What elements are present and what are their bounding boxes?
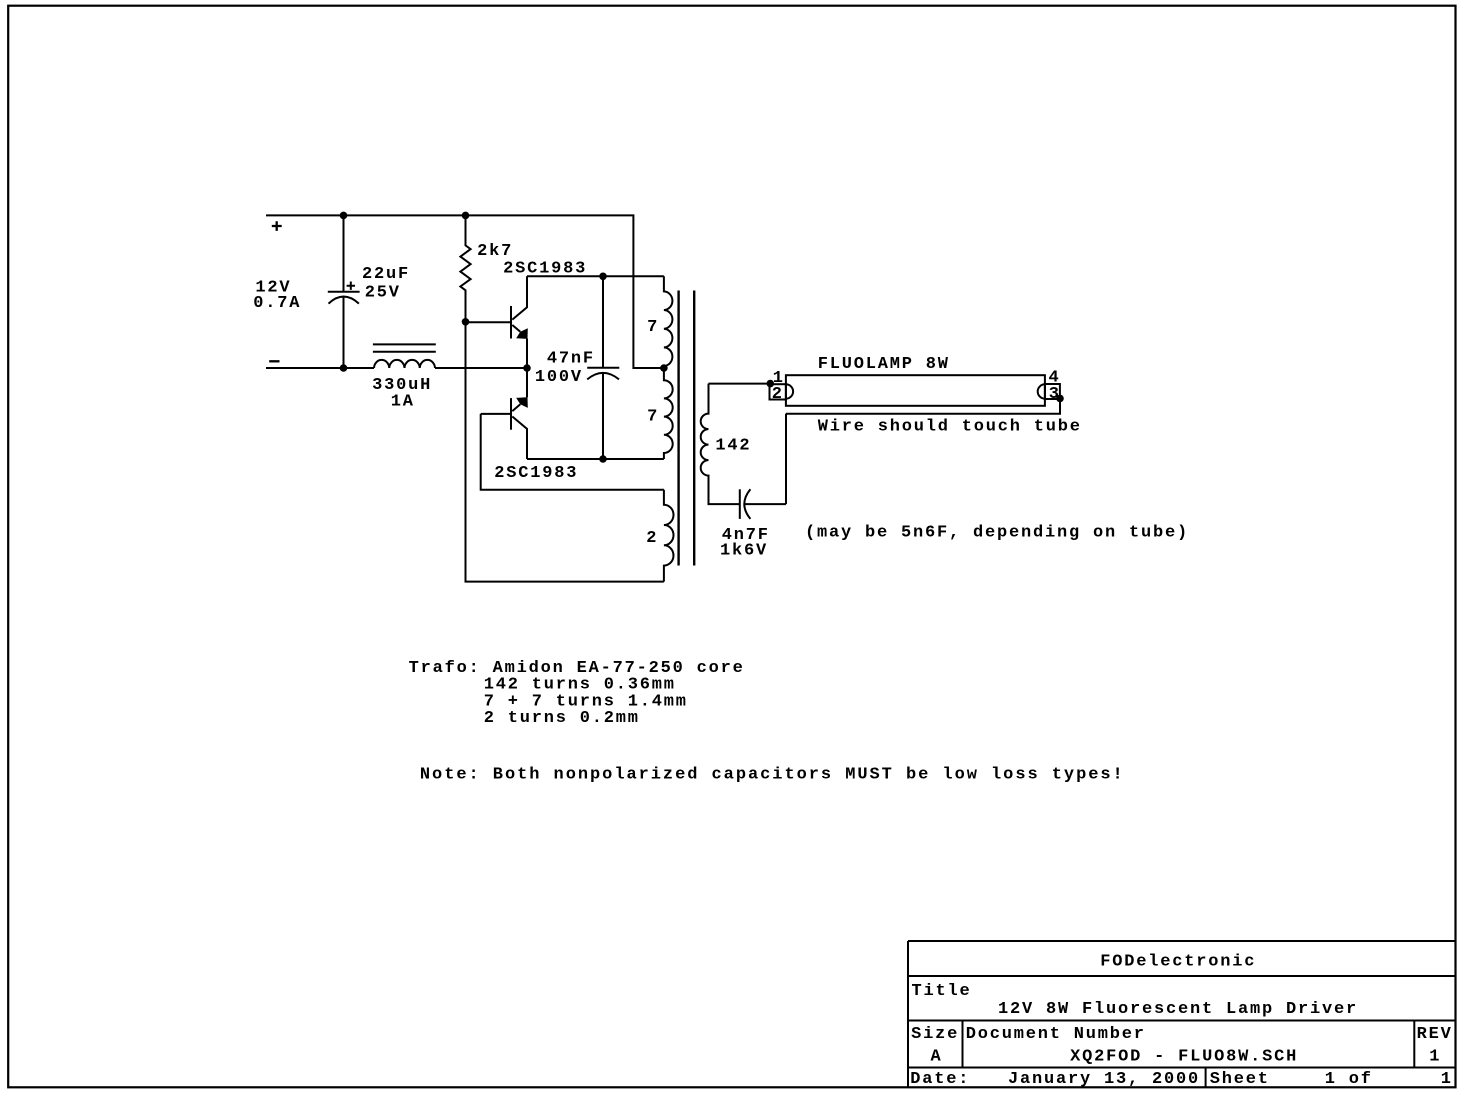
svg-text:A: A [931, 1047, 943, 1066]
svg-text:1 of: 1 of [1325, 1070, 1373, 1089]
svg-text:100V: 100V [535, 368, 583, 387]
svg-text:22uF: 22uF [362, 265, 410, 284]
svg-text:FODelectronic: FODelectronic [1100, 953, 1256, 972]
svg-text:2SC1983: 2SC1983 [494, 464, 578, 483]
svg-text:3: 3 [1049, 385, 1061, 404]
svg-text:47nF: 47nF [547, 350, 595, 369]
svg-text:2k7: 2k7 [477, 242, 513, 261]
svg-text:12V: 12V [255, 279, 291, 298]
svg-text:Note: Both nonpolarized capaci: Note: Both nonpolarized capacitors MUST … [420, 766, 1125, 785]
svg-text:Date:: Date: [910, 1070, 970, 1089]
svg-text:Title: Title [912, 982, 972, 1001]
svg-text:2SC1983: 2SC1983 [503, 259, 587, 278]
svg-text:Size: Size [911, 1025, 959, 1044]
svg-text:Sheet: Sheet [1210, 1070, 1270, 1089]
svg-text:FLUOLAMP 8W: FLUOLAMP 8W [818, 355, 950, 374]
svg-text:XQ2FOD - FLUO8W.SCH: XQ2FOD - FLUO8W.SCH [1070, 1047, 1298, 1066]
svg-text:1: 1 [773, 369, 785, 388]
svg-text:1: 1 [1441, 1070, 1453, 1089]
svg-text:REV: REV [1417, 1025, 1453, 1044]
svg-text:25V: 25V [365, 284, 401, 303]
svg-text:142 turns 0.36mm: 142 turns 0.36mm [484, 676, 676, 695]
svg-text:12V 8W Fluorescent Lamp Driver: 12V 8W Fluorescent Lamp Driver [998, 1000, 1358, 1019]
svg-text:4: 4 [1049, 369, 1061, 388]
svg-text:(may be 5n6F, depending on tub: (may be 5n6F, depending on tube) [805, 524, 1189, 543]
svg-text:1A: 1A [391, 393, 415, 412]
svg-text:Trafo: Amidon EA-77-250 core: Trafo: Amidon EA-77-250 core [409, 659, 745, 678]
svg-text:4n7F: 4n7F [722, 526, 770, 545]
svg-text:0.7A: 0.7A [253, 294, 301, 313]
svg-text:330uH: 330uH [372, 376, 432, 395]
svg-text:January 13, 2000: January 13, 2000 [1008, 1070, 1200, 1089]
svg-text:2: 2 [772, 385, 784, 404]
svg-text:142: 142 [715, 437, 751, 456]
svg-text:Document Number: Document Number [966, 1025, 1146, 1044]
svg-text:7: 7 [647, 318, 659, 337]
svg-text:1: 1 [1429, 1047, 1441, 1066]
svg-text:Wire should touch tube: Wire should touch tube [818, 418, 1082, 437]
svg-text:2 turns 0.2mm: 2 turns 0.2mm [484, 709, 640, 728]
svg-text:1k6V: 1k6V [720, 541, 768, 560]
svg-text:7: 7 [647, 408, 659, 427]
svg-text:2: 2 [646, 529, 658, 548]
svg-text:7 + 7 turns 1.4mm: 7 + 7 turns 1.4mm [484, 692, 688, 711]
